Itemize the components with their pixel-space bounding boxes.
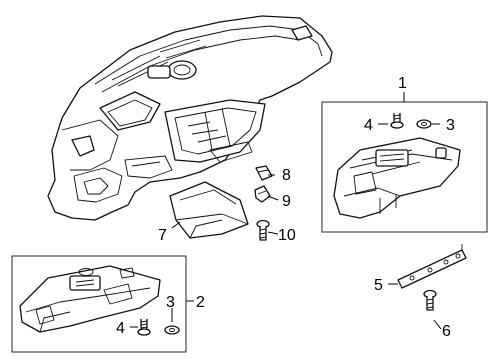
callout-6: 6 (442, 323, 451, 340)
callout-10: 10 (278, 227, 296, 244)
part-2-glovebox-assembly (19, 265, 161, 333)
instrument-panel (47, 15, 333, 221)
callout-4-upper: 4 (364, 117, 373, 134)
callout-9: 9 (282, 193, 291, 210)
callout-4-lower: 4 (116, 320, 125, 337)
part-10-screw (256, 219, 270, 241)
leader-lines (130, 92, 442, 330)
callout-5: 5 (374, 277, 383, 294)
callout-8: 8 (282, 167, 291, 184)
callout-2: 2 (196, 294, 205, 311)
callout-7: 7 (158, 227, 167, 244)
part-4-screw-upper (390, 113, 404, 129)
assembly-box-2 (11, 255, 187, 353)
part-5-reinforcement-strip (397, 244, 467, 289)
part-6-screw (423, 289, 437, 311)
callout-1: 1 (398, 75, 407, 92)
part-1-glovebox-assembly (333, 137, 461, 219)
part-7-glovebox-door (169, 181, 249, 239)
callout-3-lower: 3 (166, 294, 175, 311)
part-3-washer-upper (416, 119, 432, 129)
part-4-screw-lower (137, 319, 151, 336)
part-9-bracket (254, 185, 271, 203)
callout-3-upper: 3 (446, 117, 455, 134)
part-3-washer-lower (164, 325, 180, 335)
part-8-clip (255, 165, 273, 181)
